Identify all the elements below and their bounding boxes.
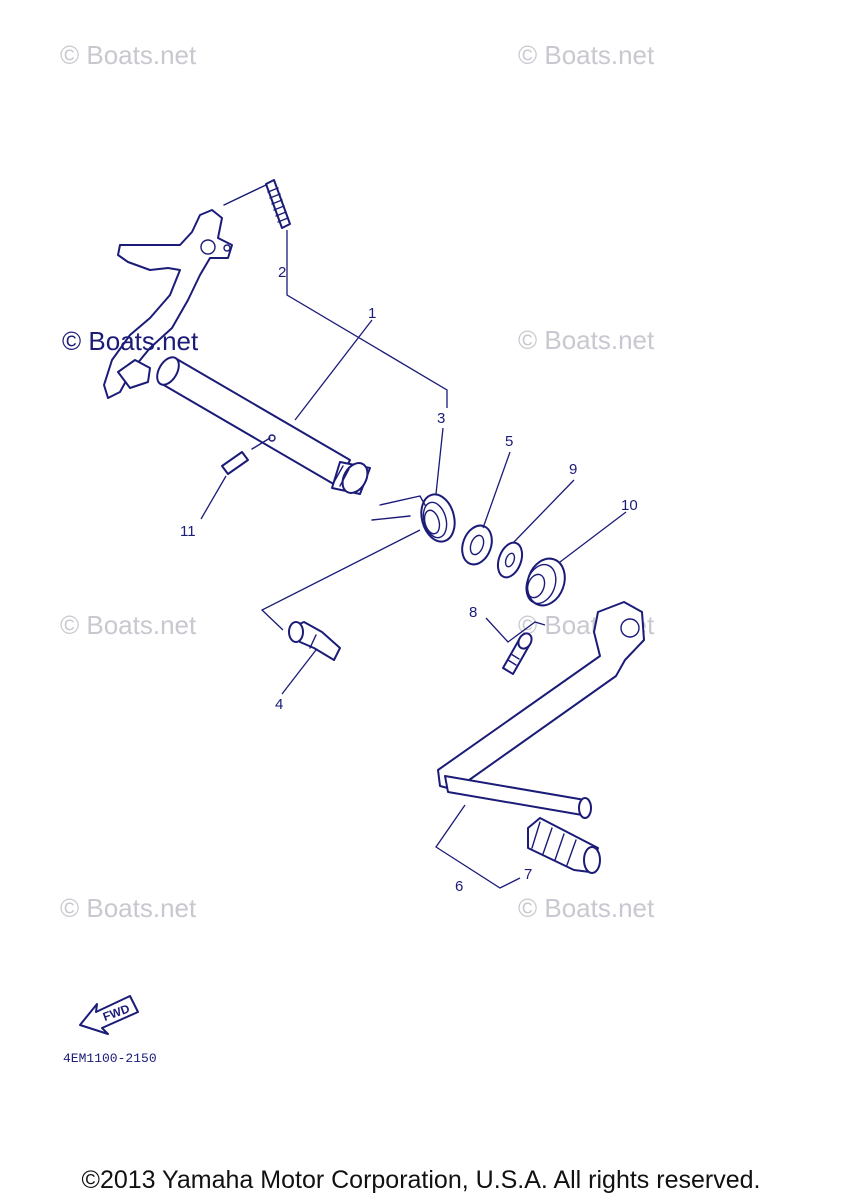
watermark-diagram-overlay: © Boats.net <box>62 326 199 356</box>
dowel-pin-part <box>221 437 271 475</box>
callout-6: 6 <box>455 878 463 895</box>
return-spring-part <box>223 179 291 229</box>
copyright-notice: ©2013 Yamaha Motor Corporation, U.S.A. A… <box>81 1166 761 1194</box>
callout-4: 4 <box>275 696 283 713</box>
watermark-mid-right: © Boats.net <box>518 325 655 355</box>
callout-11: 11 <box>180 523 196 540</box>
callout-5: 5 <box>505 433 513 450</box>
forward-arrow-icon: FWD <box>79 995 139 1035</box>
callout-8: 8 <box>469 604 477 621</box>
watermark-top-left: © Boats.net <box>60 40 197 70</box>
torsion-spring-part <box>371 493 456 543</box>
watermark-bottom-right: © Boats.net <box>518 893 655 923</box>
callout-9: 9 <box>569 461 577 478</box>
pin-bolt-part <box>288 621 341 661</box>
watermark-top-right: © Boats.net <box>518 40 655 70</box>
callout-10: 10 <box>621 497 638 514</box>
callout-1: 1 <box>368 305 376 322</box>
callout-7: 7 <box>524 866 532 883</box>
watermark-lower-left: © Boats.net <box>60 610 197 640</box>
pedal-rubber-part <box>527 817 601 874</box>
washer-part <box>496 541 524 579</box>
callout-3: 3 <box>437 410 445 427</box>
oil-seal-part <box>461 524 493 566</box>
shift-shaft-part <box>103 209 371 495</box>
callout-2: 2 <box>278 264 286 281</box>
shift-pedal-part <box>437 601 645 819</box>
bolt-part <box>502 632 533 675</box>
diagram-code: 4EM1100-2150 <box>63 1051 157 1066</box>
callout-labels: 1 2 3 4 5 6 7 8 9 10 11 <box>180 264 638 895</box>
leader-lines <box>200 230 627 889</box>
rubber-cover-part <box>525 557 566 607</box>
watermark-bottom-left: © Boats.net <box>60 893 197 923</box>
